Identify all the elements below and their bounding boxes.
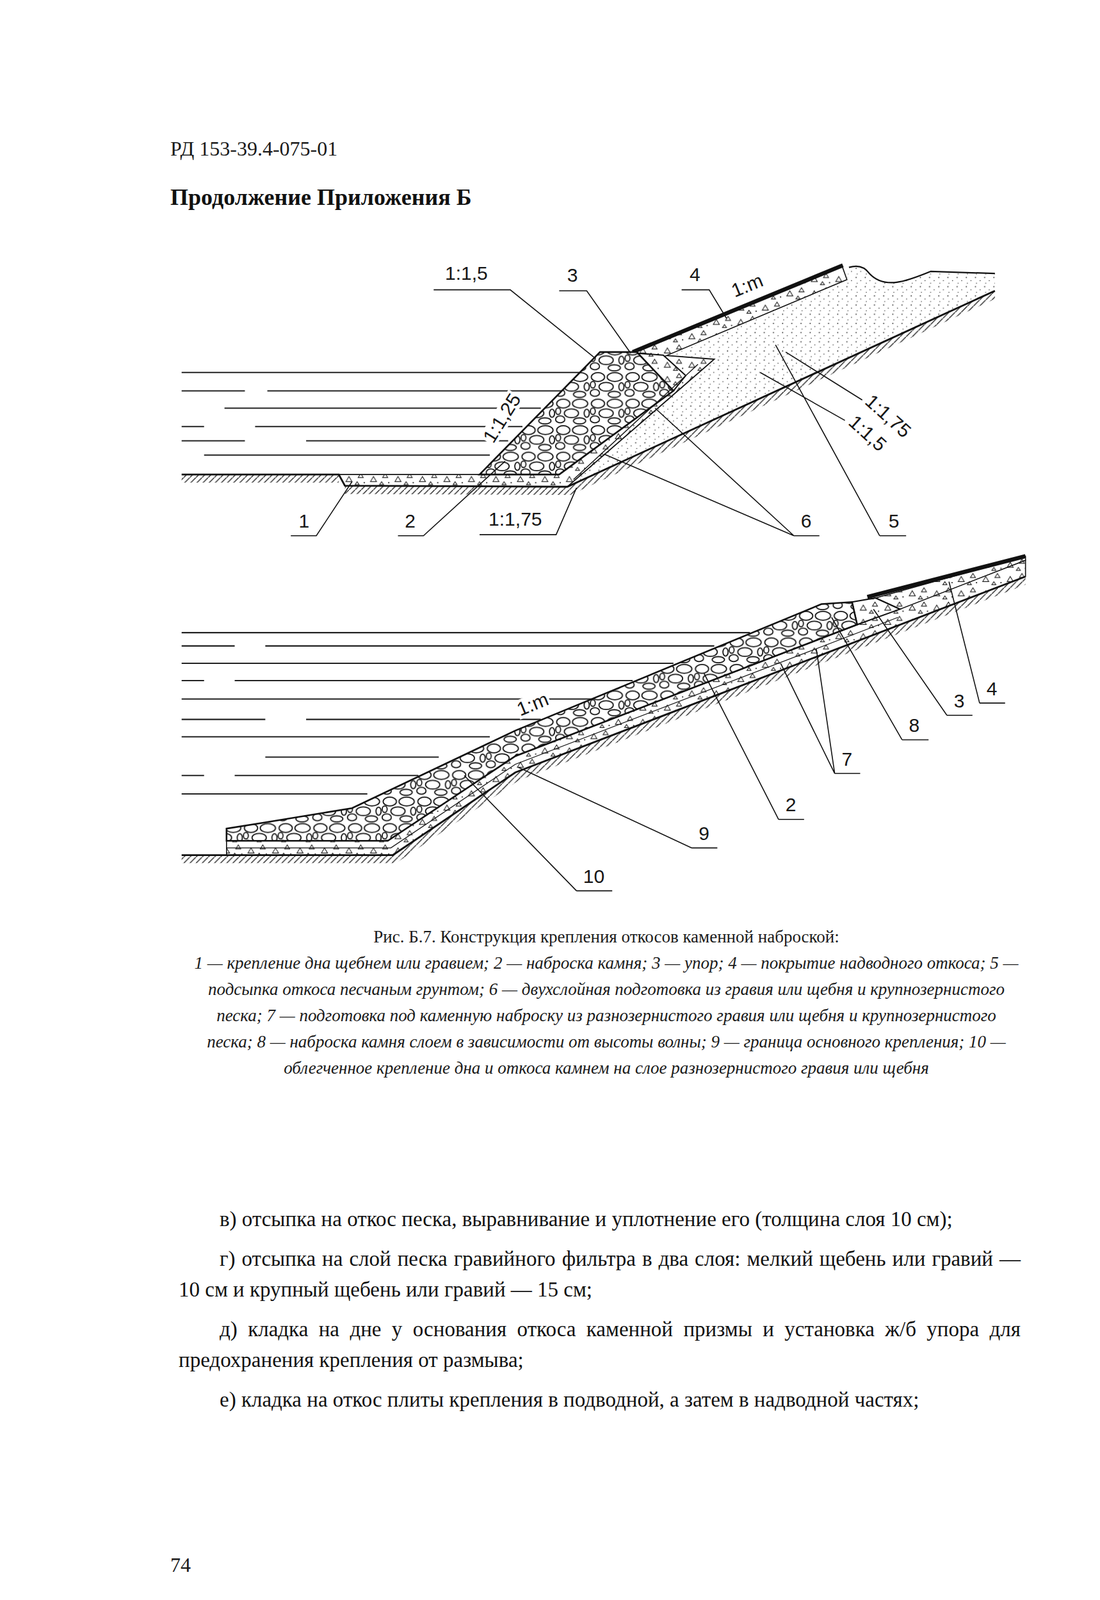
crest-outline [849,266,995,284]
callout-number: 6 [799,511,814,531]
page-number: 74 [170,1552,191,1578]
callout-number: 2 [784,795,798,815]
stop-block [852,598,901,625]
callout-number: 9 [697,824,711,844]
slope-ratio: 1:1,5 [443,263,490,284]
body-paragraph: д) кладка на дне у основания откоса каме… [178,1313,1021,1376]
callout-number: 4 [688,265,702,285]
ground-line [181,576,1026,855]
ground-hatch [181,290,995,495]
callout-number: 2 [403,511,417,531]
callout-number: 5 [887,511,901,531]
body-paragraph: в) отсыпка на откос песка, выравнивание … [178,1203,1021,1235]
callout-number: 7 [840,749,854,769]
slope-ratio: 1:1,75 [487,509,543,529]
body-text: в) отсыпка на откос песка, выравнивание … [178,1203,1021,1424]
cover-layer [634,265,847,362]
callout-number: 8 [907,715,922,736]
callout-number: 10 [582,866,606,887]
cover-surface [632,265,843,352]
caption-item: 4 — покрытие надводного откоса; [727,953,986,973]
caption-item: 2 — наброска камня; [493,953,648,973]
ground-line [181,290,995,487]
slope-ratio: 1:m [512,688,552,720]
caption-item: 3 — упор; [651,953,724,973]
leader-lines [464,581,1006,891]
caption-item: 1 — крепление дна щебнем или гравием; [194,953,490,973]
document-code: РД 153-39.4-075-01 [170,136,338,161]
caption-title: Рис. Б.7. Конструкция крепления откосов … [192,923,1021,951]
cover-layer [875,556,1026,610]
ground-hatch [181,576,1026,864]
body-paragraph: г) отсыпка на слой песка гравийного филь… [178,1243,1021,1305]
stone-revetment [226,601,858,841]
figure-caption: Рис. Б.7. Конструкция крепления откосов … [192,923,1021,1082]
appendix-heading: Продолжение Приложения Б [170,183,472,212]
caption-item: 8 — наброска камня слоем в зависимости о… [256,1032,707,1052]
caption-item: 9 — граница основного крепления; [711,1032,965,1052]
leader-lines [290,290,906,536]
callout-number: 4 [985,679,999,699]
callout-number: 3 [952,691,967,711]
slope-ratio: 1:m [727,270,767,301]
filter-layer [338,352,714,487]
body-paragraph: е) кладка на откос плиты крепления в под… [178,1384,1021,1416]
callout-number: 1 [297,511,312,531]
callout-number: 3 [566,265,580,285]
